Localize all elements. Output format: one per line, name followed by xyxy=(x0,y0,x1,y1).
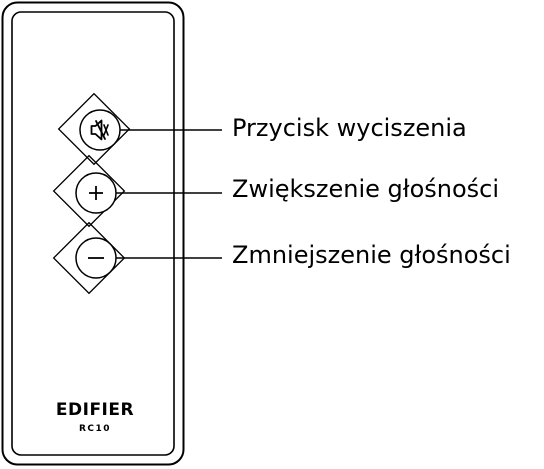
model-label: RC10 xyxy=(78,424,112,434)
mute-button[interactable] xyxy=(57,92,131,166)
speaker-muted-icon xyxy=(90,119,109,141)
plus-icon xyxy=(89,186,103,200)
mute-callout-label: Przycisk wyciszenia xyxy=(232,114,467,142)
volume-down-button[interactable] xyxy=(52,221,126,295)
remote-body-outer xyxy=(1,1,185,466)
remote-body-inner xyxy=(11,11,175,456)
brand-logo: EDIFIER xyxy=(55,400,135,420)
volume-up-callout-label: Zwiększenie głośności xyxy=(232,175,500,203)
volume-down-callout-label: Zmniejszenie głośności xyxy=(232,241,511,269)
volume-up-button[interactable] xyxy=(52,154,126,228)
